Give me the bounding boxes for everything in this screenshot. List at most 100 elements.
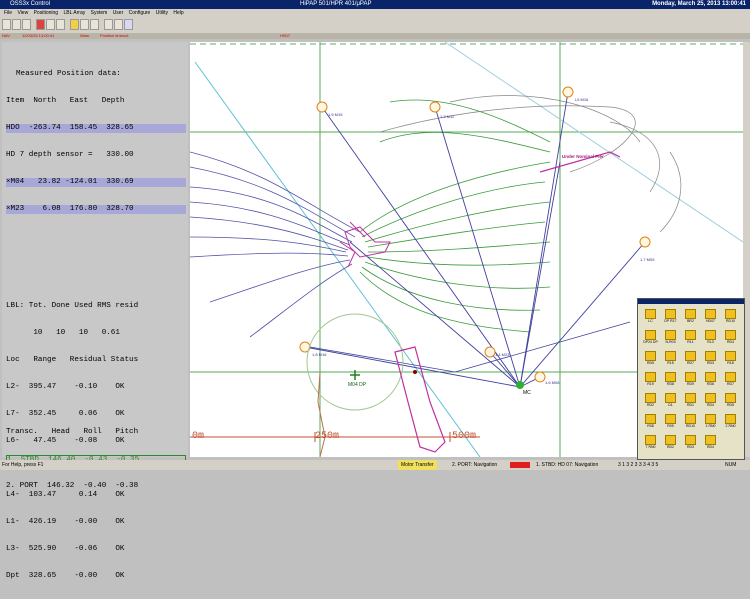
transponder-icon: [705, 393, 716, 403]
alarm-nav: NAV: [2, 33, 10, 38]
transponder-icon: [665, 393, 676, 403]
stop-icon[interactable]: [36, 19, 45, 30]
label-nominal-pier: Under Nominal Pier: [562, 154, 604, 159]
ruler-icon[interactable]: [90, 19, 99, 30]
palette-transponder-button[interactable]: D1: [662, 392, 679, 410]
palette-item-label: RD4: [706, 403, 714, 407]
open-icon[interactable]: [12, 19, 21, 30]
zoom-in-icon[interactable]: [46, 19, 55, 30]
map-vertical-scrollbar[interactable]: [743, 42, 750, 457]
lbl-row[interactable]: L7- 352.45 0.06 OK: [6, 410, 125, 418]
palette-transponder-button[interactable]: RD2: [662, 434, 679, 452]
palette-transponder-button[interactable]: RL1: [682, 329, 699, 347]
lbl-row[interactable]: L1- 426.19 -0.00 OK: [6, 518, 125, 526]
zoom-out-icon[interactable]: [56, 19, 65, 30]
palette-transponder-button[interactable]: RD4: [702, 392, 719, 410]
palette-item-label: RD9: [686, 382, 694, 386]
transponder-icon: [645, 435, 656, 445]
palette-item-label: N-R03: [665, 340, 676, 344]
lbl-row[interactable]: L2- 395.47 -0.10 OK: [6, 383, 125, 391]
help-icon[interactable]: [114, 19, 123, 30]
palette-transponder-button[interactable]: RD5: [722, 392, 739, 410]
menu-positioning[interactable]: Positioning: [33, 10, 59, 16]
palette-transponder-button[interactable]: RD3: [682, 434, 699, 452]
palette-transponder-button[interactable]: RD8: [662, 371, 679, 389]
transponder-icon: [665, 414, 676, 424]
palette-transponder-button[interactable]: R19: [642, 371, 659, 389]
lbl-row[interactable]: L6- 47.45 -0.08 OK: [6, 437, 125, 445]
save-icon[interactable]: [22, 19, 31, 30]
palette-item-label: HD07: [706, 319, 715, 323]
palette-transponder-button[interactable]: RD10: [722, 308, 739, 326]
palette-transponder-button[interactable]: RD7: [722, 371, 739, 389]
palette-transponder-button[interactable]: RD3: [702, 350, 719, 368]
palette-transponder-button[interactable]: RD7: [682, 350, 699, 368]
palette-transponder-button[interactable]: 1 RN0: [702, 413, 719, 431]
transc-row[interactable]: 2. PORT 146.32 -0.40 -0.38: [6, 482, 139, 490]
menu-help[interactable]: Help: [173, 10, 184, 16]
menu-user[interactable]: User: [112, 10, 124, 16]
print-icon[interactable]: [104, 19, 113, 30]
transponder-icon: [665, 351, 676, 361]
transponder-icon: [645, 351, 656, 361]
menu-configure[interactable]: Configure: [128, 10, 151, 16]
transponder-icon: [725, 393, 736, 403]
lbl-summary: 10 10 10 0.61: [6, 329, 120, 337]
palette-item-label: RD4: [706, 445, 714, 449]
palette-transponder-button[interactable]: RD6: [702, 371, 719, 389]
palette-transponder-button[interactable]: RD9: [682, 371, 699, 389]
menu-lbl-array[interactable]: LBL Array: [63, 10, 86, 16]
palette-item-label: RD3: [686, 445, 694, 449]
palette-transponder-button[interactable]: 2 RN0: [722, 413, 739, 431]
palette-transponder-button[interactable]: RD2: [642, 392, 659, 410]
menu-view[interactable]: View: [17, 10, 29, 16]
palette-transponder-button[interactable]: RD5: [642, 350, 659, 368]
menu-utility[interactable]: Utility: [155, 10, 168, 16]
palette-transponder-button[interactable]: R09: [662, 413, 679, 431]
palette-transponder-button[interactable]: RD10: [682, 413, 699, 431]
settings-icon[interactable]: [124, 19, 133, 30]
scale-label-250: 250m: [315, 431, 340, 442]
palette-transponder-button[interactable]: LC: [642, 308, 659, 326]
palette-item-label: RD5: [646, 361, 654, 365]
transponder-icon: [685, 309, 696, 319]
measured-row[interactable]: HDO -263.74 158.45 328.65: [6, 124, 186, 133]
palette-transponder-button[interactable]: HD07: [702, 308, 719, 326]
lbl-row[interactable]: Dpt 328.65 -0.00 OK: [6, 572, 125, 580]
measured-row[interactable]: ×M04 23.82 -124.01 330.69: [6, 178, 186, 187]
palette-transponder-button[interactable]: R08: [642, 413, 659, 431]
palette-transponder-button[interactable]: RL3: [702, 329, 719, 347]
transponder-icon: [685, 372, 696, 382]
palette-item-label: 2 RN0: [725, 424, 736, 428]
scale-label-0: 0m: [192, 431, 205, 442]
palette-transponder-button[interactable]: DP24 DP: [642, 329, 659, 347]
palette-item-label: BR2: [687, 319, 694, 323]
label-m04-dp: M04 DP: [348, 382, 367, 388]
palette-item-label: RL3: [707, 340, 714, 344]
palette-item-label: R08: [647, 424, 654, 428]
palette-transponder-button[interactable]: N-R03: [662, 329, 679, 347]
palette-transponder-button[interactable]: RD1: [682, 392, 699, 410]
new-icon[interactable]: [2, 19, 11, 30]
palette-item-label: R19: [647, 382, 654, 386]
palette-item-label: RD10: [726, 319, 735, 323]
palette-transponder-button[interactable]: R15: [662, 350, 679, 368]
menu-file[interactable]: File: [4, 10, 13, 16]
transponder-icon[interactable]: [70, 19, 79, 30]
transponder-icon: [665, 435, 676, 445]
grid-icon[interactable]: [80, 19, 89, 30]
palette-transponder-button[interactable]: DP R17: [662, 308, 679, 326]
scale-label-500: 500m: [452, 431, 477, 442]
transponder-icon: [705, 351, 716, 361]
lbl-row[interactable]: L3- 525.90 -0.06 OK: [6, 545, 125, 553]
palette-transponder-button[interactable]: RD4: [702, 434, 719, 452]
palette-transponder-button[interactable]: RD4: [722, 329, 739, 347]
menu-bar: File View Positioning LBL Array System U…: [0, 9, 750, 17]
palette-transponder-button[interactable]: 7 RN0: [642, 434, 659, 452]
palette-transponder-button[interactable]: R18: [722, 350, 739, 368]
measured-row[interactable]: HD 7 depth sensor = 330.00: [6, 151, 134, 159]
palette-transponder-button[interactable]: BR2: [682, 308, 699, 326]
label-m23: 1.4 M23: [495, 352, 510, 357]
measured-row[interactable]: ×M23 6.08 176.80 328.70: [6, 205, 186, 214]
menu-system[interactable]: System: [90, 10, 108, 16]
